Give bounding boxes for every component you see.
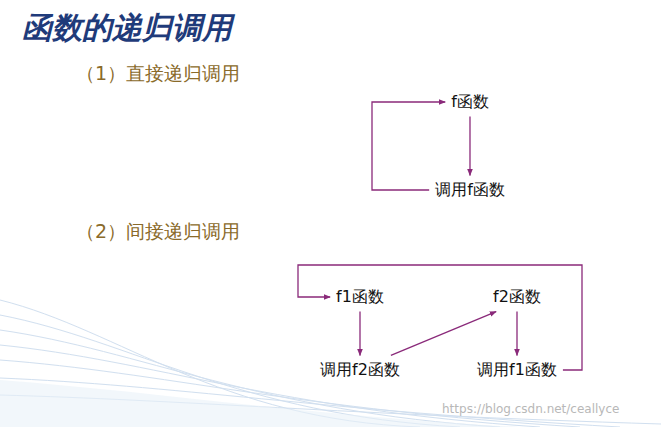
call-arrow bbox=[469, 117, 470, 176]
node-text: 调用f函数 bbox=[435, 180, 505, 199]
function-node: 调用f函数 bbox=[432, 178, 508, 201]
node-text: f1函数 bbox=[336, 287, 384, 306]
wave-line bbox=[0, 360, 580, 427]
node-text: 调用f2函数 bbox=[320, 360, 400, 379]
call-arrow bbox=[298, 265, 582, 370]
call-arrow bbox=[391, 312, 496, 356]
call-arrow bbox=[359, 312, 360, 356]
function-node: 调用f1函数 bbox=[474, 358, 560, 381]
section-heading: （2）间接递归调用 bbox=[76, 220, 240, 243]
section-heading: （1）直接递归调用 bbox=[76, 62, 240, 85]
node-text: f函数 bbox=[451, 92, 489, 111]
function-node: 调用f2函数 bbox=[317, 358, 403, 381]
call-arrow bbox=[372, 102, 445, 190]
call-arrow bbox=[516, 312, 517, 356]
function-node: f函数 bbox=[448, 90, 492, 113]
function-node: f2函数 bbox=[490, 285, 544, 308]
watermark: https://blog.csdn.net/ceallyce bbox=[442, 402, 619, 416]
slide-title: 函数的递归调用 bbox=[22, 10, 232, 46]
node-text: 调用f1函数 bbox=[477, 360, 557, 379]
node-text: f2函数 bbox=[493, 287, 541, 306]
function-node: f1函数 bbox=[333, 285, 387, 308]
